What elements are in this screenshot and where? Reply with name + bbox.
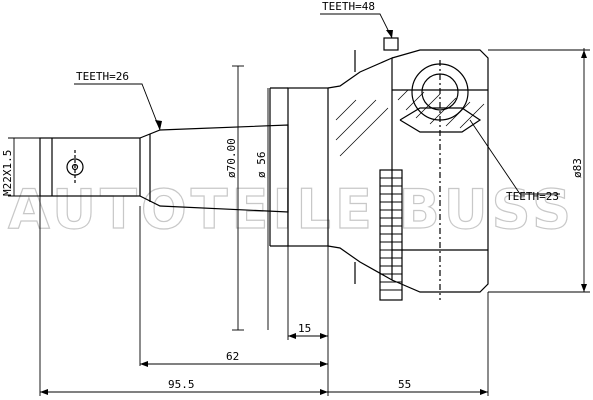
threaded-stub — [39, 137, 141, 197]
part-outline — [39, 37, 489, 301]
arrowheads — [40, 30, 587, 395]
outer-diameter-label: ø83 — [571, 158, 584, 178]
section-hatch — [335, 89, 485, 157]
teeth-outer-spline-label: TEETH=48 — [322, 0, 375, 13]
teeth-shaft-label: TEETH=26 — [76, 70, 129, 83]
flange-diameter-label: ø70.00 — [225, 138, 238, 178]
thread-label: M22X1.5 — [1, 150, 14, 196]
dimension-lines — [8, 13, 590, 396]
outer-bell-housing — [391, 49, 489, 293]
inner-race — [399, 107, 482, 133]
abs-tone-ring — [379, 169, 403, 301]
flange — [287, 87, 329, 247]
outer-spline-detail — [383, 37, 399, 51]
teeth-abs-ring-label: TEETH=23 — [506, 190, 559, 203]
dim-95-5-label: 95.5 — [168, 378, 195, 391]
dim-55-label: 55 — [398, 378, 411, 391]
dim-62-label: 62 — [226, 350, 239, 363]
bell-neck — [327, 57, 393, 282]
dim-15-label: 15 — [298, 322, 311, 335]
shaft-diameter-label: ø 56 — [255, 152, 268, 179]
watermark: AUTOTEILE BUSS — [8, 178, 575, 241]
